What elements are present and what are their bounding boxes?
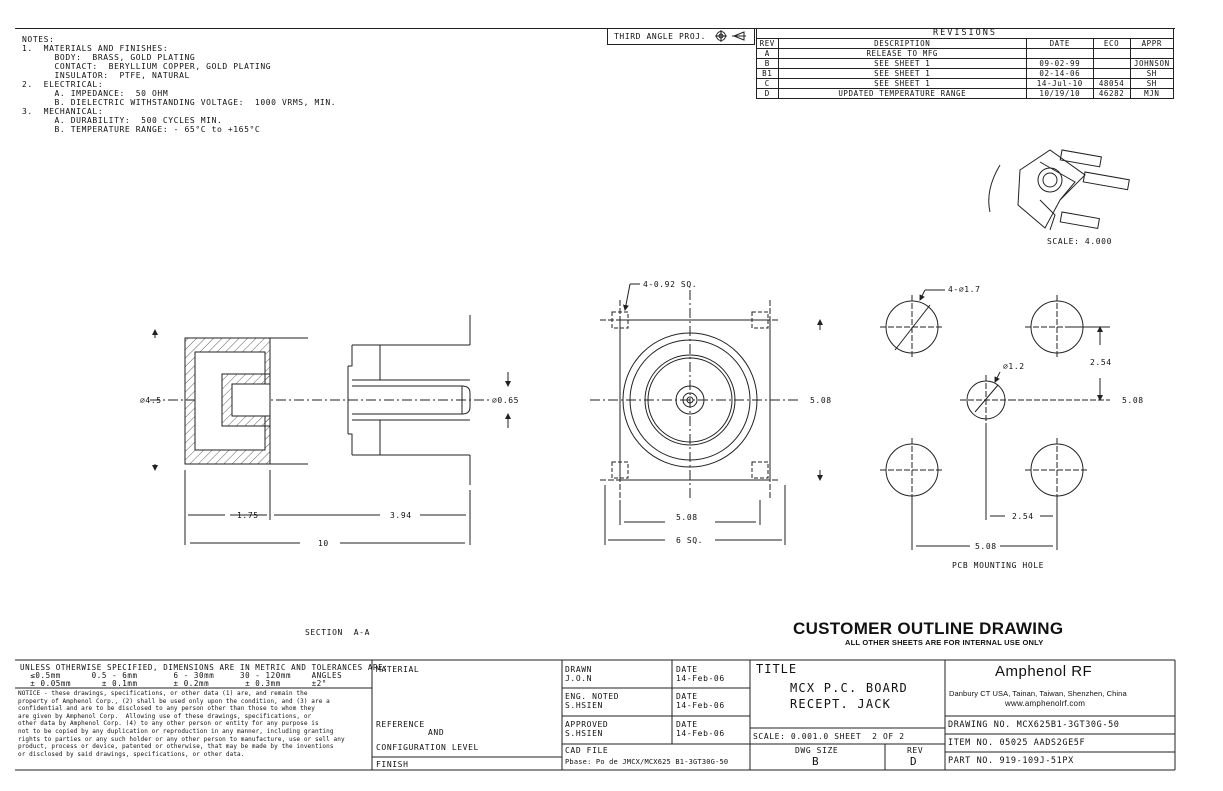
- projection-box: THIRD ANGLE PROJ.: [607, 28, 755, 45]
- drawn-label: DRAWN: [565, 665, 593, 674]
- banner-subtitle: ALL OTHER SHEETS ARE FOR INTERNAL USE ON…: [845, 638, 1044, 647]
- section-label: SECTION A-A: [305, 628, 370, 637]
- material-label: MATERIAL: [376, 665, 420, 674]
- and-label: AND: [428, 728, 445, 737]
- scale-detail-label: SCALE: 4.000: [1047, 237, 1112, 246]
- approved-label: APPROVED: [565, 720, 609, 729]
- table-row: D UPDATED TEMPERATURE RANGE 10/19/10 462…: [756, 88, 1175, 99]
- note-line: B. DIELECTRIC WITHSTANDING VOLTAGE: 1000…: [22, 98, 337, 107]
- note-line: A. IMPEDANCE: 50 OHM: [22, 89, 169, 98]
- frame-top: [15, 28, 1175, 29]
- title-block-lines: [15, 659, 1176, 771]
- note-line: A. DURABILITY: 500 CYCLES MIN.: [22, 116, 223, 125]
- tolerance-ranges: ≤0.5mm 0.5 - 6mm 6 - 30mm 30 - 120mm ANG…: [20, 671, 343, 680]
- notes-header: NOTES:: [22, 35, 55, 44]
- body-diameter-label: ⌀4.5: [140, 396, 162, 405]
- eng-date-label: DATE: [676, 692, 698, 701]
- drawn-by: J.O.N: [565, 674, 593, 683]
- isometric-detail: [988, 149, 1130, 231]
- notes-list: 1. MATERIALS AND FINISHES: BODY: BRASS, …: [22, 44, 336, 134]
- note-line: INSULATOR: PTFE, NATURAL: [22, 71, 190, 80]
- dim-label: 6 SQ.: [676, 536, 704, 545]
- rev-value: D: [910, 755, 918, 768]
- pcb-hole-label: PCB MOUNTING HOLE: [952, 561, 1045, 570]
- dim-label: 2.54: [1090, 358, 1112, 367]
- section-view: [150, 315, 511, 545]
- drawing-number: DRAWING NO. MCX625B1-3GT30G-50: [948, 720, 1120, 730]
- dim-label: 5.08: [1122, 396, 1144, 405]
- projection-label: THIRD ANGLE PROJ.: [614, 32, 707, 41]
- pin-diameter-label: ⌀0.65: [492, 396, 520, 405]
- company-logo-text: Amphenol RF: [995, 663, 1093, 680]
- customer-outline-banner: CUSTOMER OUTLINE DRAWING: [793, 619, 1064, 638]
- table-row: C SEE SHEET 1 14-Jul-10 48054 SH: [756, 78, 1175, 89]
- dim-label: 5.08: [676, 513, 698, 522]
- title-line-2: RECEPT. JACK: [790, 697, 892, 711]
- title-line-1: MCX P.C. BOARD: [790, 681, 908, 695]
- item-number: ITEM NO. 05025 AADS2GE5F: [948, 738, 1086, 748]
- scale-sheet-text: SCALE: 0.001.0 SHEET 2 OF 2: [753, 732, 905, 741]
- note-line: 1. MATERIALS AND FINISHES:: [22, 44, 169, 53]
- note-line: 3. MECHANICAL:: [22, 107, 104, 116]
- note-line: 2. ELECTRICAL:: [22, 80, 104, 89]
- dim-label: 1.75: [237, 511, 259, 520]
- rev-cell: UPDATED TEMPERATURE RANGE: [777, 88, 1028, 99]
- config-label: CONFIGURATION LEVEL: [376, 743, 479, 752]
- hole-note: 4-⌀1.7: [948, 285, 981, 294]
- approved-date: 14-Feb-06: [676, 729, 725, 738]
- dim-label: 2.54: [1012, 512, 1034, 521]
- notice-text: NOTICE - these drawings, specifications,…: [18, 690, 345, 758]
- rev-label: REV: [907, 746, 924, 755]
- dwg-size-label: DWG SIZE: [795, 746, 839, 755]
- tolerance-values: ± 0.05mm ± 0.1mm ± 0.2mm ± 0.3mm ±2°: [20, 679, 327, 688]
- square-pin-note: 4-0.92 SQ.: [643, 280, 698, 289]
- approved-by: S.HSIEN: [565, 729, 603, 738]
- finish-label: FINISH: [376, 760, 409, 769]
- dim-label: 3.94: [390, 511, 412, 520]
- part-number: PART NO. 919-109J-51PX: [948, 756, 1074, 766]
- cad-file: Pbase: Po de JMCX/MCX625 B1-3GT30G-50: [565, 758, 729, 766]
- cad-label: CAD FILE: [565, 746, 609, 755]
- dwg-size: B: [812, 755, 820, 768]
- front-view: [590, 283, 823, 545]
- title-label: TITLE: [756, 662, 798, 676]
- note-line: B. TEMPERATURE RANGE: - 65°C to +165°C: [22, 125, 261, 134]
- center-hole-label: ⌀1.2: [1003, 362, 1025, 371]
- eng-label: ENG. NOTED: [565, 692, 620, 701]
- third-angle-symbol-icon: [715, 30, 746, 42]
- eng-date: 14-Feb-06: [676, 701, 725, 710]
- note-line: CONTACT: BERYLLIUM COPPER, GOLD PLATING: [22, 62, 272, 71]
- eng-by: S.HSIEN: [565, 701, 603, 710]
- drawn-date-label: DATE: [676, 665, 698, 674]
- approved-date-label: DATE: [676, 720, 698, 729]
- dim-label: 5.08: [810, 396, 832, 405]
- tolerance-header: UNLESS OTHERWISE SPECIFIED, DIMENSIONS A…: [20, 663, 389, 672]
- revisions-table: REVISIONS REV DESCRIPTION DATE ECO APPR …: [756, 28, 1175, 99]
- dim-label: 10: [318, 539, 329, 548]
- dim-label: 5.08: [975, 542, 997, 551]
- drawn-date: 14-Feb-06: [676, 674, 725, 683]
- note-line: BODY: BRASS, GOLD PLATING: [22, 53, 196, 62]
- pcb-hole-pattern: [880, 289, 1110, 550]
- rev-cell: MJN: [1129, 88, 1175, 99]
- reference-label: REFERENCE: [376, 720, 425, 729]
- company-locations: Danbury CT USA, Tainan, Taiwan, Shenzhen…: [949, 689, 1127, 698]
- company-website: www.amphenolrf.com: [1005, 699, 1086, 708]
